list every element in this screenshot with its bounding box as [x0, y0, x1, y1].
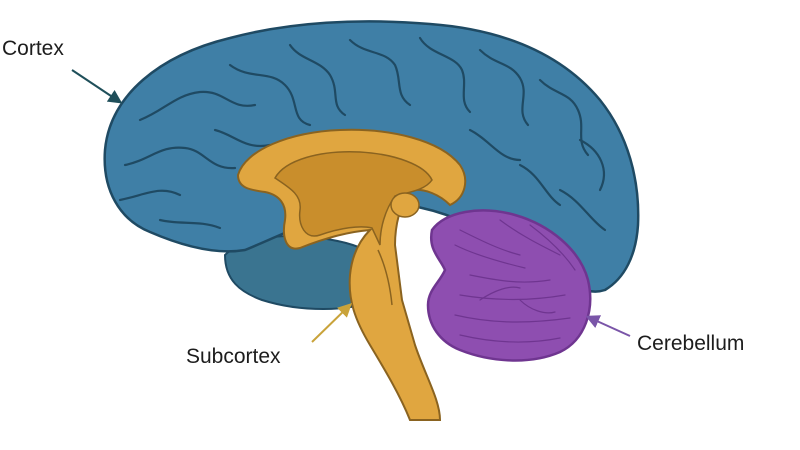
- pineal-structure: [390, 192, 420, 218]
- cortex-arrow: [71, 69, 123, 104]
- subcortex-region: [236, 128, 467, 421]
- cortex-folds: [118, 36, 607, 232]
- cerebellum-arrow: [585, 315, 631, 337]
- subcortex-arrow: [311, 303, 353, 343]
- subcortex-label: Subcortex: [186, 345, 281, 368]
- cerebellum-folia: [454, 219, 576, 343]
- midbrain-detail: [377, 249, 393, 306]
- thalamus: [274, 151, 433, 246]
- cerebellum-region: [426, 209, 592, 362]
- cerebellum-label: Cerebellum: [637, 332, 745, 355]
- cortex-label: Cortex: [2, 37, 64, 60]
